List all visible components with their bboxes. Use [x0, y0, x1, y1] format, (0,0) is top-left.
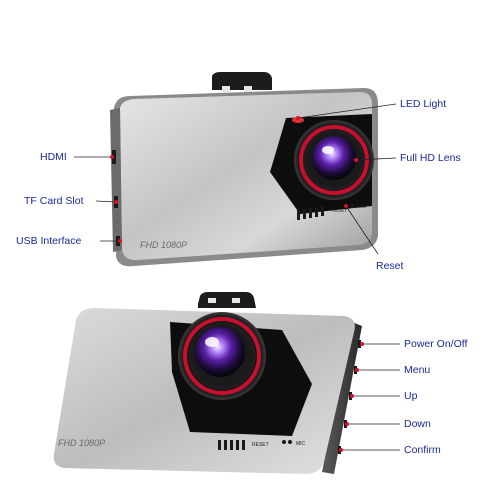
reset-button: [282, 440, 286, 444]
body-marking: FHD 1080P: [58, 438, 105, 448]
label-led-light: LED Light: [400, 98, 447, 110]
mount-clip: [198, 292, 256, 308]
callout-dot: [114, 200, 118, 204]
mic-marking: MIC: [358, 204, 367, 209]
lens-highlight: [205, 337, 219, 347]
label-up: Up: [404, 390, 418, 402]
callout-dot: [354, 158, 358, 162]
label-power-onoff: Power On/Off: [404, 338, 468, 350]
mount-clip: [212, 72, 272, 90]
label-confirm: Confirm: [404, 444, 441, 456]
callout-dot: [110, 155, 114, 159]
leader-lens: [355, 157, 397, 161]
dashcam-front-view: RESET MIC FHD 1080P: [53, 292, 362, 474]
body-marking: FHD 1080P: [140, 240, 187, 250]
power-button: [358, 340, 361, 348]
leader-reset: [345, 205, 379, 255]
callout-dot: [355, 368, 359, 372]
label-reset: Reset: [376, 260, 404, 272]
label-tf-card-slot: TF Card Slot: [24, 195, 84, 207]
mount-slot: [244, 86, 252, 92]
label-hdmi: HDMI: [40, 151, 67, 163]
lens-highlight: [322, 146, 334, 154]
callout-dot: [350, 394, 354, 398]
body-right-edge: [322, 322, 362, 474]
reset-marking: RESET: [332, 208, 347, 213]
callout-dot: [339, 448, 343, 452]
mount-slot: [222, 86, 230, 92]
lens-red-ring: [299, 125, 369, 195]
mic-grille: [297, 206, 324, 220]
callout-dots: [110, 116, 364, 452]
mic-marking: MIC: [296, 441, 306, 447]
leader-tf: [95, 200, 117, 203]
dashcam-rear-view: RESET MIC FHD 1080P: [110, 72, 378, 267]
mount-slot: [232, 298, 240, 303]
leader-led: [297, 103, 397, 119]
callout-dot: [296, 116, 300, 120]
callout-dot: [360, 342, 364, 346]
mic-hole: [288, 440, 292, 444]
callout-dot: [344, 204, 348, 208]
callout-dot: [345, 422, 349, 426]
side-edge: [110, 108, 122, 252]
label-down: Down: [404, 418, 431, 430]
label-menu: Menu: [404, 364, 431, 376]
reset-marking: RESET: [252, 442, 269, 448]
callout-dot: [118, 239, 122, 243]
leader-lines: [74, 103, 400, 451]
mic-hole: [350, 204, 354, 208]
lens-glass: [312, 136, 356, 180]
label-full-hd-lens: Full HD Lens: [400, 152, 461, 164]
lens-red-ring: [183, 317, 261, 395]
label-usb-interface: USB Interface: [16, 235, 82, 247]
lens-glass: [195, 327, 245, 377]
mic-grille: [218, 440, 245, 450]
mount-slot: [208, 298, 216, 303]
